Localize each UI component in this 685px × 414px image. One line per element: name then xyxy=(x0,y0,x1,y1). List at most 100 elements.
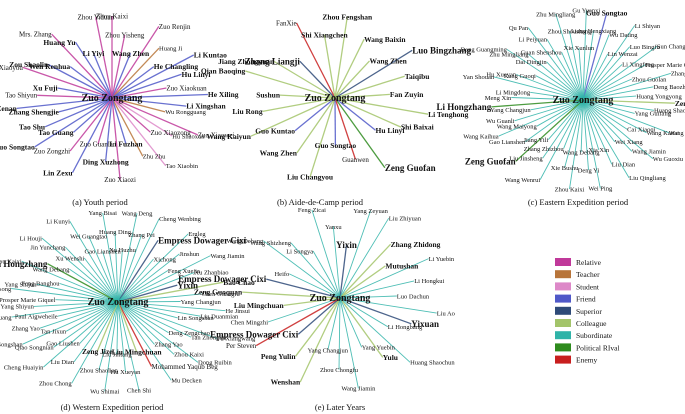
node-label-zeng-guofan: Zeng Guofan xyxy=(465,157,516,167)
edge-zuo-zongtang-feng-xuejia xyxy=(117,270,169,303)
legend-swatch-colleague xyxy=(555,319,571,327)
node-label-zuo-xiaozong: Zuo Xiaozong xyxy=(151,129,192,137)
edge-zuo-zongtang-zhou-kaixi xyxy=(569,99,584,190)
node-label-guan-shenshou: Guan Shenshou xyxy=(521,50,563,57)
edge-zuo-zongtang-zhang-pei xyxy=(117,234,143,303)
edge-zuo-zongtang-bao-chao xyxy=(117,281,224,303)
legend-swatch-enemy xyxy=(555,355,571,364)
legend-label-enemy: Enemy xyxy=(576,356,597,365)
edge-zuo-zongtang-jiang-yili xyxy=(547,99,584,140)
node-label-fan-zuyin: Fan Zuyin xyxy=(390,90,424,99)
node-label-dong-ruibin: Dong Ruibin xyxy=(198,360,233,367)
node-label-xu-huzhu: Xu Huzhu xyxy=(109,247,137,254)
edge-zuo-zongtang-zhu-mingliang xyxy=(555,13,584,101)
edge-zuo-zongtang-luo-bingfu xyxy=(582,46,631,101)
node-label-zhou-kaixi: Zhou Kaixi xyxy=(174,352,204,359)
edge-zuo-zongtang-li-mingdong xyxy=(530,91,584,101)
node-label-hu-xueyan: Hu Xueyan xyxy=(111,369,142,376)
node-label-xie-bushu: Xie Bushu xyxy=(551,165,579,172)
edge-zuo-zongtang-yang-changjun xyxy=(327,297,341,351)
edges-layer xyxy=(11,10,675,392)
edge-zuo-zongtang-guan-shenshou xyxy=(561,52,584,101)
edge-zuo-zongtang-fu-xiangwang xyxy=(117,301,217,339)
edge-zuo-zongtang-li-tenghong xyxy=(334,97,429,115)
edge-zuo-zongtang-huang-yongyong xyxy=(582,95,637,101)
caption-youth-period: (a) Youth period xyxy=(72,197,128,207)
edge-zuo-zongtang-yanxu xyxy=(332,226,341,299)
node-label-li-fuzhan: Li Fuzhan xyxy=(109,140,143,149)
node-label-zhou-yisheng: Zhou Yisheng xyxy=(105,31,145,39)
node-label-shi-baixai: Shi Baixai xyxy=(401,123,434,132)
center-node-label: Zuo Zongtang xyxy=(88,297,149,308)
node-label-zhou-shaolian: Zhou Shaolian xyxy=(80,368,119,375)
node-label-feng-xuejia: Feng Xuejia xyxy=(168,268,200,275)
edge-zuo-zongtang-shi-xiangchen xyxy=(323,34,336,99)
node-label-zhou-chong: Zhou Chong xyxy=(39,381,72,388)
node-label-taiqibu: Taiqibu xyxy=(405,72,430,81)
edge-zuo-zongtang-wei-ping xyxy=(582,99,601,189)
edge-zuo-zongtang-li-xingshan xyxy=(111,97,187,107)
edge-zuo-zongtang-shi-baixai xyxy=(334,97,402,128)
edge-zuo-zongtang-huang-yu xyxy=(74,41,113,99)
node-label-cheng-huaiyin: Cheng Huaiyin xyxy=(4,364,44,371)
node-label-zhang-zhidong: Zhang Zhidong xyxy=(391,240,441,249)
node-label-zuo-xiaoyou: Zuo Xiaoyou xyxy=(0,64,23,72)
node-label-luo-bingfu: Luo Bingfu xyxy=(630,44,661,51)
node-label-li-yiyi: Li Yiyi xyxy=(83,49,105,58)
node-label-prosper-marie-giquel: Prosper Marie Giquel xyxy=(645,62,685,69)
node-label-yixin: Yixin xyxy=(336,240,357,250)
edge-zuo-zongtang-gao-lianshen xyxy=(102,251,119,303)
legend-swatch-student xyxy=(555,282,571,291)
edge-zuo-zongtang-tao-guang xyxy=(73,97,113,133)
edge-zuo-zongtang-jin-yunchang xyxy=(65,246,119,303)
edge-zuo-zongtang-wang-shizheng xyxy=(290,242,341,299)
node-label-zhu-mingliang: Zhu Mingliang xyxy=(489,52,529,59)
edge-zuo-zongtang-liu-duanmian xyxy=(117,301,201,317)
node-label-liu-qingliang: Liu Qingliang xyxy=(629,175,666,182)
node-label-zhang-yao: Zhang Yao xyxy=(155,342,183,349)
node-label-yang-changjun: Yang Changjun xyxy=(490,107,531,114)
edge-zuo-zongtang-li-hongzhang xyxy=(491,99,584,108)
node-label-liu-jinsheng: Liu Jinsheng xyxy=(509,155,543,162)
edge-zuo-zongtang-wang-deng xyxy=(117,213,138,303)
edge-zuo-zongtang-cai-xiaoqi xyxy=(582,99,628,130)
node-label-wang-kaihua: Wang Kaihua xyxy=(463,133,499,140)
node-label-hu-shaoxun: Hu Shaoxun xyxy=(172,133,205,140)
node-label-deng-baozhi: Deng Baozhi xyxy=(654,84,685,91)
node-label-wang-baixin: Wang Baixin xyxy=(364,35,406,44)
node-label-yan-shouan: Yan Shouan xyxy=(463,74,495,81)
node-label-hu-linyi: Hu Linyi xyxy=(376,126,405,135)
edge-zuo-zongtang-hu-linyi xyxy=(111,73,182,99)
edge-zuo-zongtang-per-steven xyxy=(255,297,341,347)
node-label-empress-dowager-cixi: Empress Dowager Cixi xyxy=(210,329,299,339)
caption-eastern-expedition-period: (c) Eastern Expedition period xyxy=(528,197,629,207)
node-label-wang-kaitai: Wang Kaitai xyxy=(647,130,680,137)
edge-zuo-zongtang-zuo-xiaozi xyxy=(111,97,121,180)
edge-zuo-zongtang-xie-bushu xyxy=(564,99,584,168)
edge-zuo-zongtang-gu-yuanxi xyxy=(582,10,587,101)
node-label-xu-fuji: Xu Fuji xyxy=(33,84,58,93)
edge-zuo-zongtang-wei-xiang xyxy=(582,99,616,143)
edge-zuo-zongtang-wang-wenrui xyxy=(539,99,584,180)
edge-zuo-zongtang-taiqibu xyxy=(334,75,405,99)
edge-zuo-zongtang-li-kunyi xyxy=(69,221,119,303)
node-label-wang-kaiyun: Wang Kaiyun xyxy=(206,132,251,141)
edge-zuo-zongtang-chen-guangfu xyxy=(117,293,202,303)
node-label-mrs-zhang: Mrs. Zhang xyxy=(19,31,52,39)
node-label-yanxu: Yanxu xyxy=(325,224,342,231)
node-label-cai-xiaoqi: Cai Xiaoqi xyxy=(627,127,656,134)
edge-zuo-zongtang-zhang-zhidong xyxy=(339,243,392,299)
edge-zuo-zongtang-ergleg xyxy=(117,233,189,303)
edge-zuo-zongtang-wu-guanli xyxy=(514,99,584,122)
node-label-jiang-zhongyuan: Jiang Zhongyuan xyxy=(218,57,275,66)
edge-zuo-zongtang-long-jingsong xyxy=(11,288,119,303)
edge-zuo-zongtang-li-kuntao xyxy=(111,54,195,99)
node-label-guo-kuntao: Guo Kuntao xyxy=(255,126,295,135)
node-label-tao-xiaobin: Tao Xiaobin xyxy=(166,163,199,170)
node-label-zhou-fengshan: Zhou Fengshan xyxy=(322,12,373,21)
node-label-lin-wenzai: Lin Wenzai xyxy=(608,51,638,58)
node-label-empress-dowager-cixi: Empress Dowager Cixi xyxy=(158,235,247,245)
node-label-luo-bingzhang: Luo Bingzhang xyxy=(412,45,471,55)
node-label-wu-shimai: Wu Shimai xyxy=(90,389,119,396)
